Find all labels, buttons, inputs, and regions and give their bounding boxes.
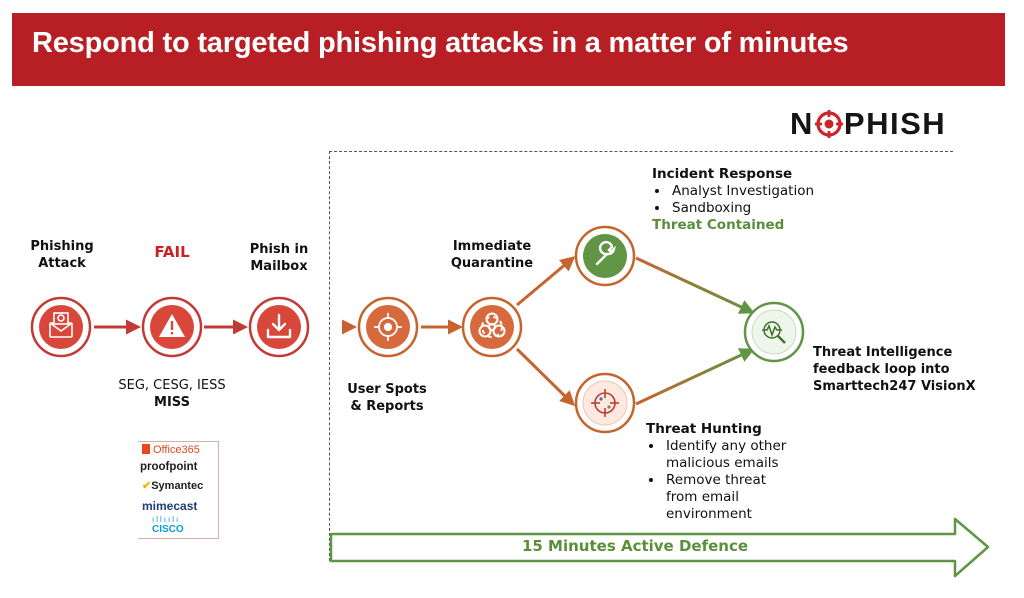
- incident-response-title: Incident Response: [652, 166, 793, 182]
- arrow-incident-to-intel: [635, 256, 755, 314]
- arrow-quarantine-to-hunting: [515, 347, 576, 407]
- nophish-logo: N PHISH: [790, 106, 946, 142]
- title-banner: Respond to targeted phishing attacks in …: [12, 13, 1005, 86]
- label-user-spots: User Spots & Reports: [347, 382, 427, 414]
- warning-icon: [159, 314, 185, 337]
- node-incident-response: [574, 225, 636, 287]
- threat-hunting-block: Threat Hunting Identify any other malici…: [646, 421, 796, 523]
- node-phish-in-mailbox: [248, 296, 310, 358]
- node-immediate-quarantine: [461, 296, 523, 358]
- list-item: Remove threat from email environment: [664, 472, 796, 523]
- vendor-symantec: ✔Symantec: [142, 480, 204, 492]
- node-fail: [141, 296, 203, 358]
- timeline-label: 15 Minutes Active Defence: [521, 537, 749, 555]
- arrow-quarantine-to-incident: [516, 256, 576, 307]
- active-defence-region: [329, 151, 953, 561]
- connectors: [94, 256, 755, 407]
- label-fail: FAIL: [154, 243, 190, 261]
- cisco-bars-icon: ıllıılı: [152, 515, 181, 524]
- label-threat-intelligence: Threat Intelligence feedback loop into S…: [813, 345, 976, 394]
- vendor-proofpoint: proofpoint: [140, 461, 198, 473]
- incident-response-block: Incident Response Analyst Investigation …: [652, 166, 842, 234]
- node-threat-intelligence: [743, 301, 805, 363]
- download-inbox-icon: [266, 313, 292, 339]
- target-icon: [374, 313, 402, 341]
- biohazard-icon: [478, 312, 506, 338]
- threat-hunting-list: Identify any other malicious emails Remo…: [646, 438, 796, 523]
- miss-caption: SEG, CESG, IESS MISS: [112, 377, 232, 411]
- logo-prefix: N: [790, 106, 814, 141]
- office-logo-icon: [142, 444, 150, 454]
- vendor-mimecast: mimecast: [142, 499, 198, 513]
- timeline-arrow: [329, 517, 990, 578]
- logo-suffix: PHISH: [843, 106, 947, 141]
- label-phish-in-mailbox: Phish in Mailbox: [249, 242, 309, 274]
- miss-label: MISS: [154, 395, 190, 410]
- magnifier-pulse-icon: [762, 321, 786, 344]
- label-phishing-attack: Phishing Attack: [30, 239, 94, 271]
- node-user-spots: [357, 296, 419, 358]
- list-item: Analyst Investigation: [670, 183, 842, 200]
- arrow-hunting-to-intel: [635, 348, 755, 406]
- incident-response-list: Analyst Investigation Sandboxing: [652, 183, 842, 217]
- label-immediate-quarantine: Immediate Quarantine: [450, 239, 534, 271]
- target-logo-icon: [814, 110, 843, 138]
- threat-contained-label: Threat Contained: [652, 217, 785, 233]
- check-logo-icon: ✔: [142, 480, 152, 492]
- vendor-office365: Office365: [142, 444, 200, 456]
- vendor-list: Office365 proofpoint ✔Symantec mimecast …: [138, 441, 219, 539]
- list-item: Sandboxing: [670, 200, 842, 217]
- miss-vendor-types: SEG, CESG, IESS: [118, 378, 226, 393]
- crosshair-icon: [591, 389, 619, 417]
- node-threat-hunting: [574, 372, 636, 434]
- threat-hunting-title: Threat Hunting: [646, 421, 762, 437]
- wrench-icon: [595, 240, 616, 266]
- list-item: Identify any other malicious emails: [664, 438, 796, 472]
- node-phishing-attack: [30, 296, 92, 358]
- page-title: Respond to targeted phishing attacks in …: [32, 27, 849, 59]
- phishing-email-icon: [49, 312, 73, 338]
- vendor-cisco: CISCO: [152, 524, 184, 535]
